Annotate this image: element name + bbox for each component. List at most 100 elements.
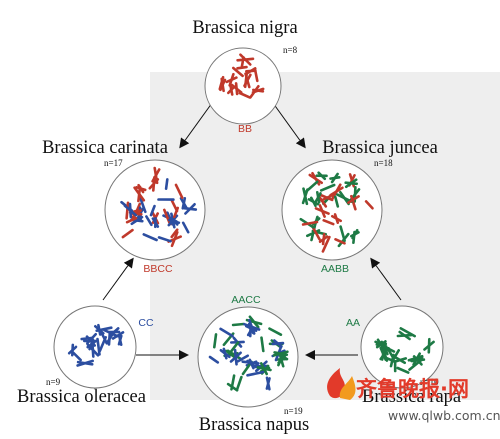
species-oleracea: CC n=9 Brassica oleracea: [17, 305, 154, 407]
chromosomes-oleracea: [67, 323, 125, 367]
chromosome-B: [238, 91, 251, 99]
chromosome-C: [157, 236, 172, 243]
chromosome-B: [240, 56, 245, 68]
chromosome-C: [179, 197, 188, 210]
chromosome-C: [72, 351, 82, 362]
chromosome-C: [229, 348, 242, 366]
chromosome-count-rapa: n=10: [420, 377, 439, 387]
chromosome-B: [320, 193, 334, 202]
chromosomes-nigra: [218, 53, 265, 99]
chromosome-C: [76, 359, 94, 367]
chromosome-B: [243, 70, 249, 89]
chromosome-C: [265, 376, 271, 391]
chromosome-B: [322, 219, 335, 226]
chromosome-C: [246, 370, 265, 377]
chromosome-B: [321, 235, 331, 253]
chromosome-C: [271, 339, 285, 348]
chromosome-A: [408, 358, 423, 371]
chromosome-A: [260, 336, 265, 353]
chromosome-B: [151, 166, 161, 185]
chromosome-B: [347, 195, 360, 204]
cell-nigra: [204, 47, 282, 125]
chromosome-C: [219, 327, 234, 338]
cell-rapa: [360, 305, 444, 389]
chromosome-count-juncea: n=18: [374, 158, 393, 168]
chromosome-C: [145, 215, 153, 227]
chromosome-A: [329, 172, 341, 184]
chromosome-A: [213, 333, 218, 349]
chromosome-B: [318, 233, 329, 246]
genome-label-rapa: AA: [346, 317, 360, 329]
chromosome-C: [243, 318, 261, 335]
chromosome-C: [182, 203, 198, 215]
chromosomes-napus: [208, 315, 289, 392]
chromosome-B: [174, 183, 184, 199]
species-rapa: AA n=10 Brassica rapa: [346, 305, 461, 407]
chromosome-A: [335, 191, 353, 206]
chromosome-A: [314, 191, 322, 204]
chromosome-C: [181, 221, 190, 234]
watermark-logo: 齐鲁晚报·网: [356, 377, 469, 401]
chromosome-B: [227, 83, 236, 96]
chromosome-C: [108, 327, 121, 337]
species-name-napus: Brassica napus: [199, 415, 309, 435]
cell-oleracea: [53, 305, 137, 389]
chromosome-C: [246, 358, 257, 370]
species-nigra: Brassica nigra n=8 BB: [192, 18, 297, 135]
chromosome-C: [219, 347, 231, 360]
chromosome-B: [236, 65, 248, 70]
chromosome-B: [225, 72, 238, 87]
chromosome-B: [330, 213, 343, 224]
species-name-juncea: Brassica juncea: [322, 138, 438, 158]
chromosome-C: [67, 343, 78, 357]
chromosome-C: [208, 355, 220, 364]
chromosome-C: [98, 335, 107, 353]
genome-label-napus: AACC: [231, 294, 261, 306]
chromosome-A: [379, 346, 388, 362]
species-name-rapa: Brassica rapa: [362, 387, 461, 407]
chromosome-A: [307, 196, 320, 208]
arrow-nigra-to-carinata: [179, 102, 213, 149]
chromosome-B: [163, 208, 172, 226]
chromosome-B: [125, 201, 130, 220]
chromosome-A: [235, 375, 243, 392]
chromosome-B: [232, 66, 244, 78]
arrow-rapa-to-juncea: [370, 257, 402, 301]
arrow-oleracea-to-carinata: [102, 257, 134, 301]
species-name-oleracea: Brassica oleracea: [17, 387, 146, 407]
chromosome-B: [121, 228, 134, 239]
species-carinata: Brassica carinata n=17 BBCC: [42, 138, 206, 275]
watermark-site: www.qlwb.com.cn: [388, 408, 500, 423]
chromosomes-carinata: [120, 166, 198, 248]
chromosome-A: [305, 180, 319, 193]
chromosome-B: [364, 200, 374, 210]
chromosome-B: [301, 220, 319, 226]
species-name-nigra: Brassica nigra: [192, 18, 297, 38]
chromosome-B: [236, 53, 255, 66]
chromosome-B: [173, 206, 179, 219]
chromosomes-juncea: [299, 171, 374, 253]
watermark-flame-icon: [327, 368, 356, 400]
genome-label-juncea: AABB: [321, 263, 349, 275]
chromosome-A: [339, 225, 346, 242]
chromosome-C: [142, 233, 158, 242]
species-juncea: Brassica juncea n=18 AABB: [281, 138, 438, 275]
chromosome-C: [149, 204, 156, 217]
chromosomes-rapa: [374, 327, 435, 374]
chromosome-C: [139, 196, 147, 214]
chromosome-C: [151, 217, 160, 229]
chromosome-C: [123, 202, 138, 219]
chromosome-A: [333, 195, 340, 208]
chromosome-B: [334, 238, 346, 245]
chromosome-A: [226, 382, 239, 392]
cell-carinata: [104, 159, 206, 261]
chromosome-A: [396, 330, 413, 341]
chromosome-A: [227, 341, 240, 357]
chromosome-B: [249, 85, 260, 99]
chromosome-count-oleracea: n=9: [46, 377, 61, 387]
genome-label-nigra: BB: [238, 123, 252, 135]
chromosome-count-napus: n=19: [284, 406, 303, 416]
chromosome-C: [164, 178, 169, 190]
chromosome-B: [218, 75, 225, 91]
